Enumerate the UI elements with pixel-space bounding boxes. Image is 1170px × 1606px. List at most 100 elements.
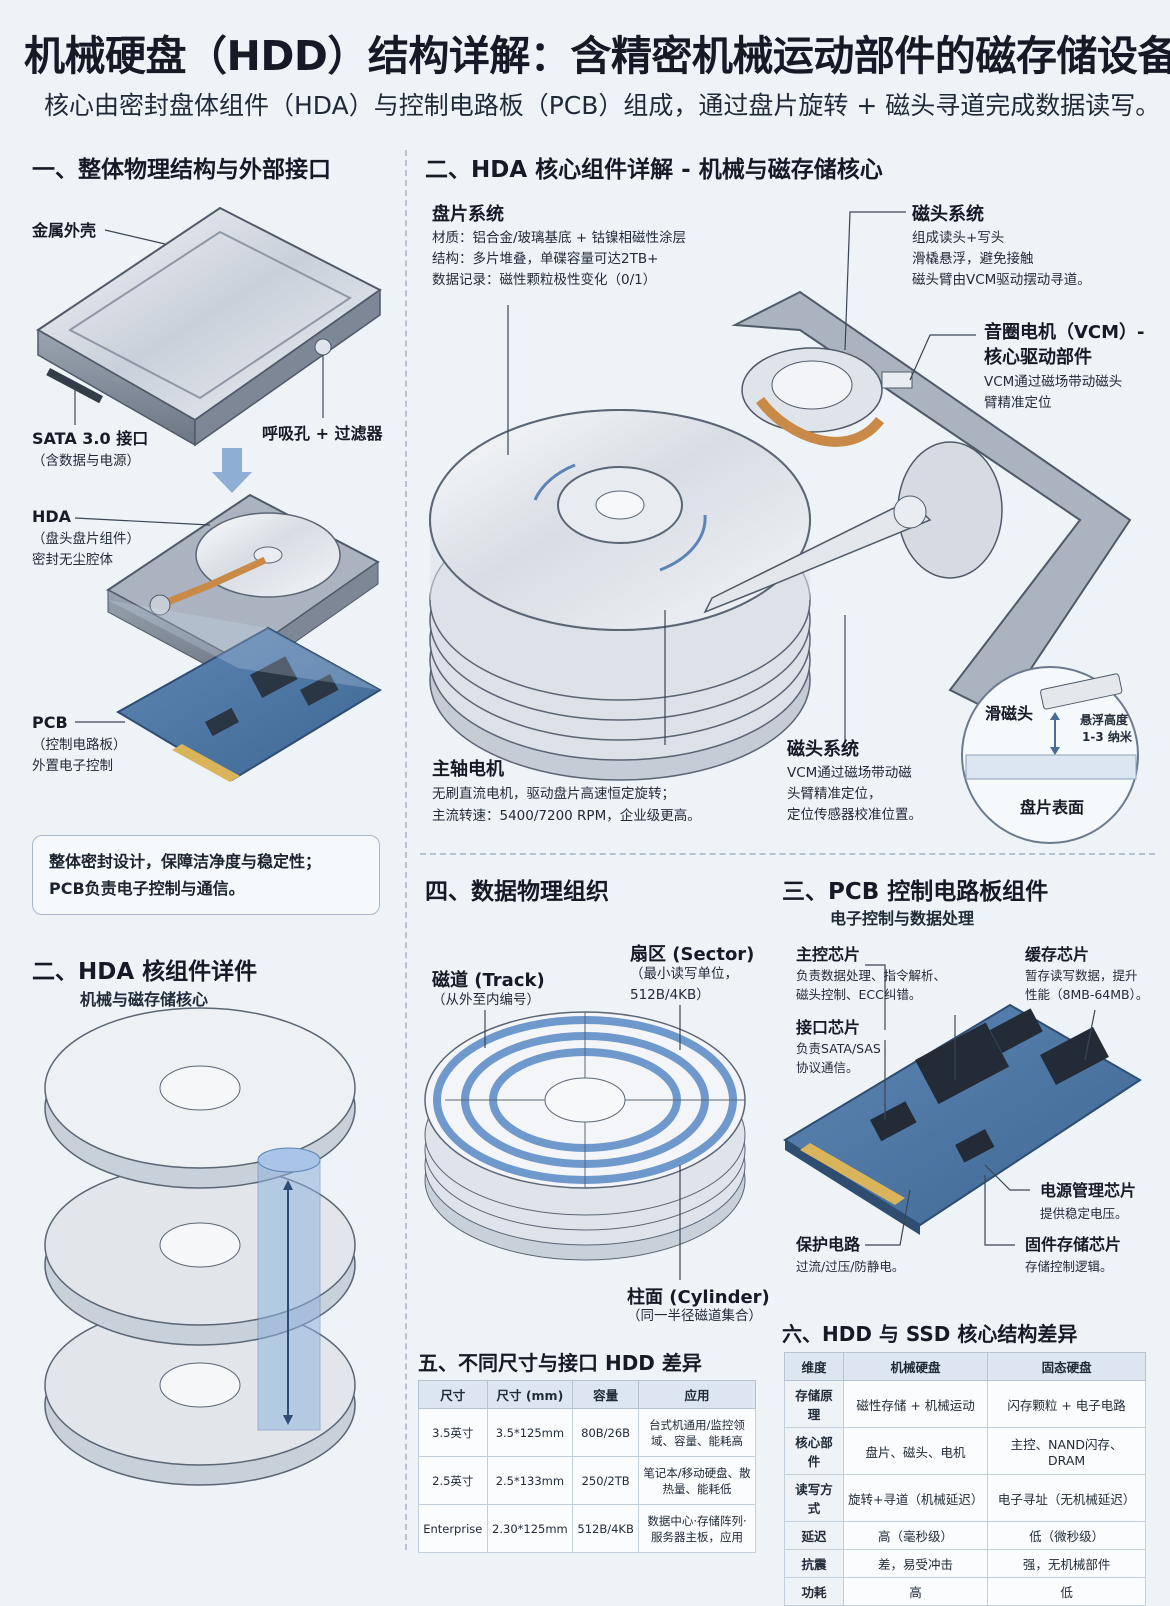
leader-lines bbox=[74, 211, 1096, 1280]
label-sata-port: SATA 3.0 接口 bbox=[32, 429, 149, 448]
pcb-illustration bbox=[116, 626, 382, 782]
section-1-heading: 一、整体物理结构与外部接口 bbox=[32, 157, 331, 183]
pcb-board-illustration bbox=[783, 1003, 1142, 1235]
table-cell: 功耗 bbox=[784, 1577, 844, 1606]
size-comparison-table: 尺寸 尺寸 (mm) 容量 应用 3.5英寸 3.5*125mm 80B/26B… bbox=[418, 1380, 756, 1553]
table-cell: 250/2TB bbox=[572, 1456, 639, 1505]
protect-circuit-title: 保护电路 bbox=[796, 1235, 861, 1254]
table-cell: 读写方式 bbox=[784, 1474, 844, 1522]
inset-slider-label: 滑磁头 bbox=[985, 704, 1034, 723]
section-2-heading: 二、HDA 核心组件详解 - 机械与磁存储核心 bbox=[425, 157, 883, 183]
section-4-heading: 四、数据物理组织 bbox=[425, 879, 609, 905]
section-3-heading: 三、PCB 控制电路板组件 bbox=[782, 879, 1049, 905]
table-header: 维度 bbox=[784, 1352, 844, 1381]
sector-note-2: 512B/4KB） bbox=[630, 987, 710, 1003]
table-cell: 存储原理 bbox=[784, 1380, 844, 1428]
table-cell: 旋转+寻道（机械延迟） bbox=[842, 1474, 989, 1522]
table-cell: 2.5*133mm bbox=[486, 1456, 574, 1505]
cylinder-note: （同一半径磁道集合） bbox=[627, 1308, 762, 1324]
spindle-line-2: 主流转速：5400/7200 RPM，企业级更高。 bbox=[432, 808, 701, 824]
table-row: 核心部件盘片、磁头、电机主控、NAND闪存、DRAM bbox=[784, 1427, 1146, 1475]
table-cell: 核心部件 bbox=[784, 1427, 844, 1475]
head-system-title: 磁头系统 bbox=[912, 204, 984, 225]
spindle-title: 主轴电机 bbox=[432, 759, 504, 780]
platter-system-title: 盘片系统 bbox=[432, 204, 504, 225]
row-divider bbox=[420, 853, 1155, 855]
head-flying-height-inset bbox=[961, 666, 1139, 844]
table-cell: 闪存颗粒 + 电子电路 bbox=[987, 1380, 1146, 1428]
table-cell: 高 bbox=[842, 1577, 989, 1606]
firmware-chip-line: 存储控制逻辑。 bbox=[1025, 1259, 1113, 1274]
cylinder-title: 柱面 (Cylinder) bbox=[627, 1287, 770, 1308]
inset-height-label: 悬浮高度 bbox=[1080, 713, 1129, 727]
platter-line-3: 数据记录：磁性颗粒极性变化（0/1） bbox=[432, 272, 657, 288]
hdd-chassis-illustration bbox=[703, 290, 1132, 717]
vcm-line-1: VCM通过磁场带动磁头 bbox=[984, 374, 1123, 390]
sector-note-1: （最小读写单位， bbox=[630, 966, 738, 982]
column-divider bbox=[405, 150, 407, 1550]
table-row: 2.5英寸 2.5*133mm 250/2TB 笔记本/移动硬盘、散热量、能耗低 bbox=[418, 1456, 756, 1505]
main-chip-line-2: 磁头控制、ECC纠错。 bbox=[796, 987, 922, 1002]
vcm-title: 音圈电机（VCM）- bbox=[984, 322, 1145, 343]
table-header: 尺寸 (mm) bbox=[486, 1380, 574, 1409]
section-6-heading: 六、HDD 与 SSD 核心结构差异 bbox=[782, 1322, 1078, 1346]
head2-line-3: 定位传感器校准位置。 bbox=[787, 807, 922, 823]
table-cell: 主控、NAND闪存、DRAM bbox=[987, 1427, 1146, 1475]
table-cell: 2.5英寸 bbox=[418, 1456, 488, 1505]
table-header-row: 维度 机械硬盘 固态硬盘 bbox=[784, 1352, 1146, 1381]
section-2b-subheading: 机械与磁存储核心 bbox=[80, 990, 209, 1009]
table-cell: 3.5英寸 bbox=[418, 1408, 488, 1457]
iface-chip-line-1: 负责SATA/SAS bbox=[796, 1041, 881, 1056]
section-2b-heading: 二、HDA 核组件详件 bbox=[32, 959, 258, 985]
label-pcb: PCB bbox=[32, 713, 68, 732]
table-cell: 台式机通用/监控领域、容量、能耗高 bbox=[638, 1408, 756, 1457]
track-title: 磁道 (Track) bbox=[432, 970, 545, 991]
table-cell: 电子寻址（无机械延迟） bbox=[987, 1474, 1146, 1522]
hdd-ssd-comparison-table: 维度 机械硬盘 固态硬盘 存储原理磁性存储 + 机械运动闪存颗粒 + 电子电路 … bbox=[784, 1352, 1146, 1606]
label-hda-desc: 密封无尘腔体 bbox=[32, 552, 113, 568]
table-cell: 2.30*125mm bbox=[486, 1504, 574, 1553]
sector-title: 扇区 (Sector) bbox=[630, 944, 755, 965]
hdd-exterior-illustration bbox=[36, 206, 382, 447]
head-line-1: 组成读头+写头 bbox=[912, 230, 1005, 246]
label-pcb-note: （控制电路板） bbox=[32, 737, 127, 753]
table-row: 功耗高低 bbox=[784, 1577, 1146, 1606]
table-cell: 低（微秒级） bbox=[987, 1521, 1146, 1550]
table-cell: 数据中心·存储阵列·服务器主板，应用 bbox=[638, 1504, 756, 1553]
firmware-chip-title: 固件存储芯片 bbox=[1025, 1235, 1122, 1254]
cylinder-stack-illustration bbox=[44, 1007, 356, 1486]
table-row: 抗震差，易受冲击强，无机械部件 bbox=[784, 1549, 1146, 1578]
table-cell: 笔记本/移动硬盘、散热量、能耗低 bbox=[638, 1456, 756, 1505]
table-header: 应用 bbox=[638, 1380, 756, 1409]
label-hda-note: （盘头盘片组件） bbox=[32, 531, 140, 547]
table-header: 机械硬盘 bbox=[842, 1352, 989, 1381]
table-header: 固态硬盘 bbox=[987, 1352, 1146, 1381]
label-hda: HDA bbox=[32, 507, 72, 526]
down-arrow-icon bbox=[212, 448, 252, 493]
table-cell: 差，易受冲击 bbox=[842, 1549, 989, 1578]
section-3-subheading: 电子控制与数据处理 bbox=[830, 909, 975, 928]
table-cell: 盘片、磁头、电机 bbox=[842, 1427, 989, 1475]
summary-line-1: 整体密封设计，保障洁净度与稳定性； bbox=[49, 852, 322, 871]
head-line-3: 磁头臂由VCM驱动摆动寻道。 bbox=[912, 272, 1091, 288]
table-row: 延迟高（毫秒级）低（微秒级） bbox=[784, 1521, 1146, 1550]
iface-chip-line-2: 协议通信。 bbox=[796, 1060, 859, 1075]
head-line-2: 滑橇悬浮，避免接触 bbox=[912, 251, 1034, 267]
vcm-line-2: 臂精准定位 bbox=[984, 395, 1052, 411]
head2-line-1: VCM通过磁场带动磁 bbox=[787, 765, 912, 781]
track-note: （从外至内编号） bbox=[432, 992, 540, 1008]
summary-line-2: PCB负责电子控制与通信。 bbox=[49, 879, 245, 898]
label-breather: 呼吸孔 + 过滤器 bbox=[262, 424, 383, 443]
table-row: Enterprise 2.30*125mm 512B/4KB 数据中心·存储阵列… bbox=[418, 1504, 756, 1553]
table-cell: 80B/26B bbox=[572, 1408, 639, 1457]
table-header: 尺寸 bbox=[418, 1380, 488, 1409]
table-row: 存储原理磁性存储 + 机械运动闪存颗粒 + 电子电路 bbox=[784, 1380, 1146, 1428]
table-row: 3.5英寸 3.5*125mm 80B/26B 台式机通用/监控领域、容量、能耗… bbox=[418, 1408, 756, 1457]
spindle-line-1: 无刷直流电机，驱动盘片高速恒定旋转； bbox=[432, 786, 675, 802]
cache-chip-title: 缓存芯片 bbox=[1025, 945, 1090, 964]
page-subtitle: 核心由密封盘体组件（HDA）与控制电路板（PCB）组成，通过盘片旋转 + 磁头寻… bbox=[44, 91, 1161, 120]
head2-line-2: 头臂精准定位， bbox=[787, 786, 882, 802]
inset-height-value: 1-3 纳米 bbox=[1082, 730, 1132, 744]
platter-line-1: 材质：铝合金/玻璃基底 + 钴镍相磁性涂层 bbox=[432, 230, 686, 246]
diagram-graphics bbox=[36, 206, 1142, 1486]
